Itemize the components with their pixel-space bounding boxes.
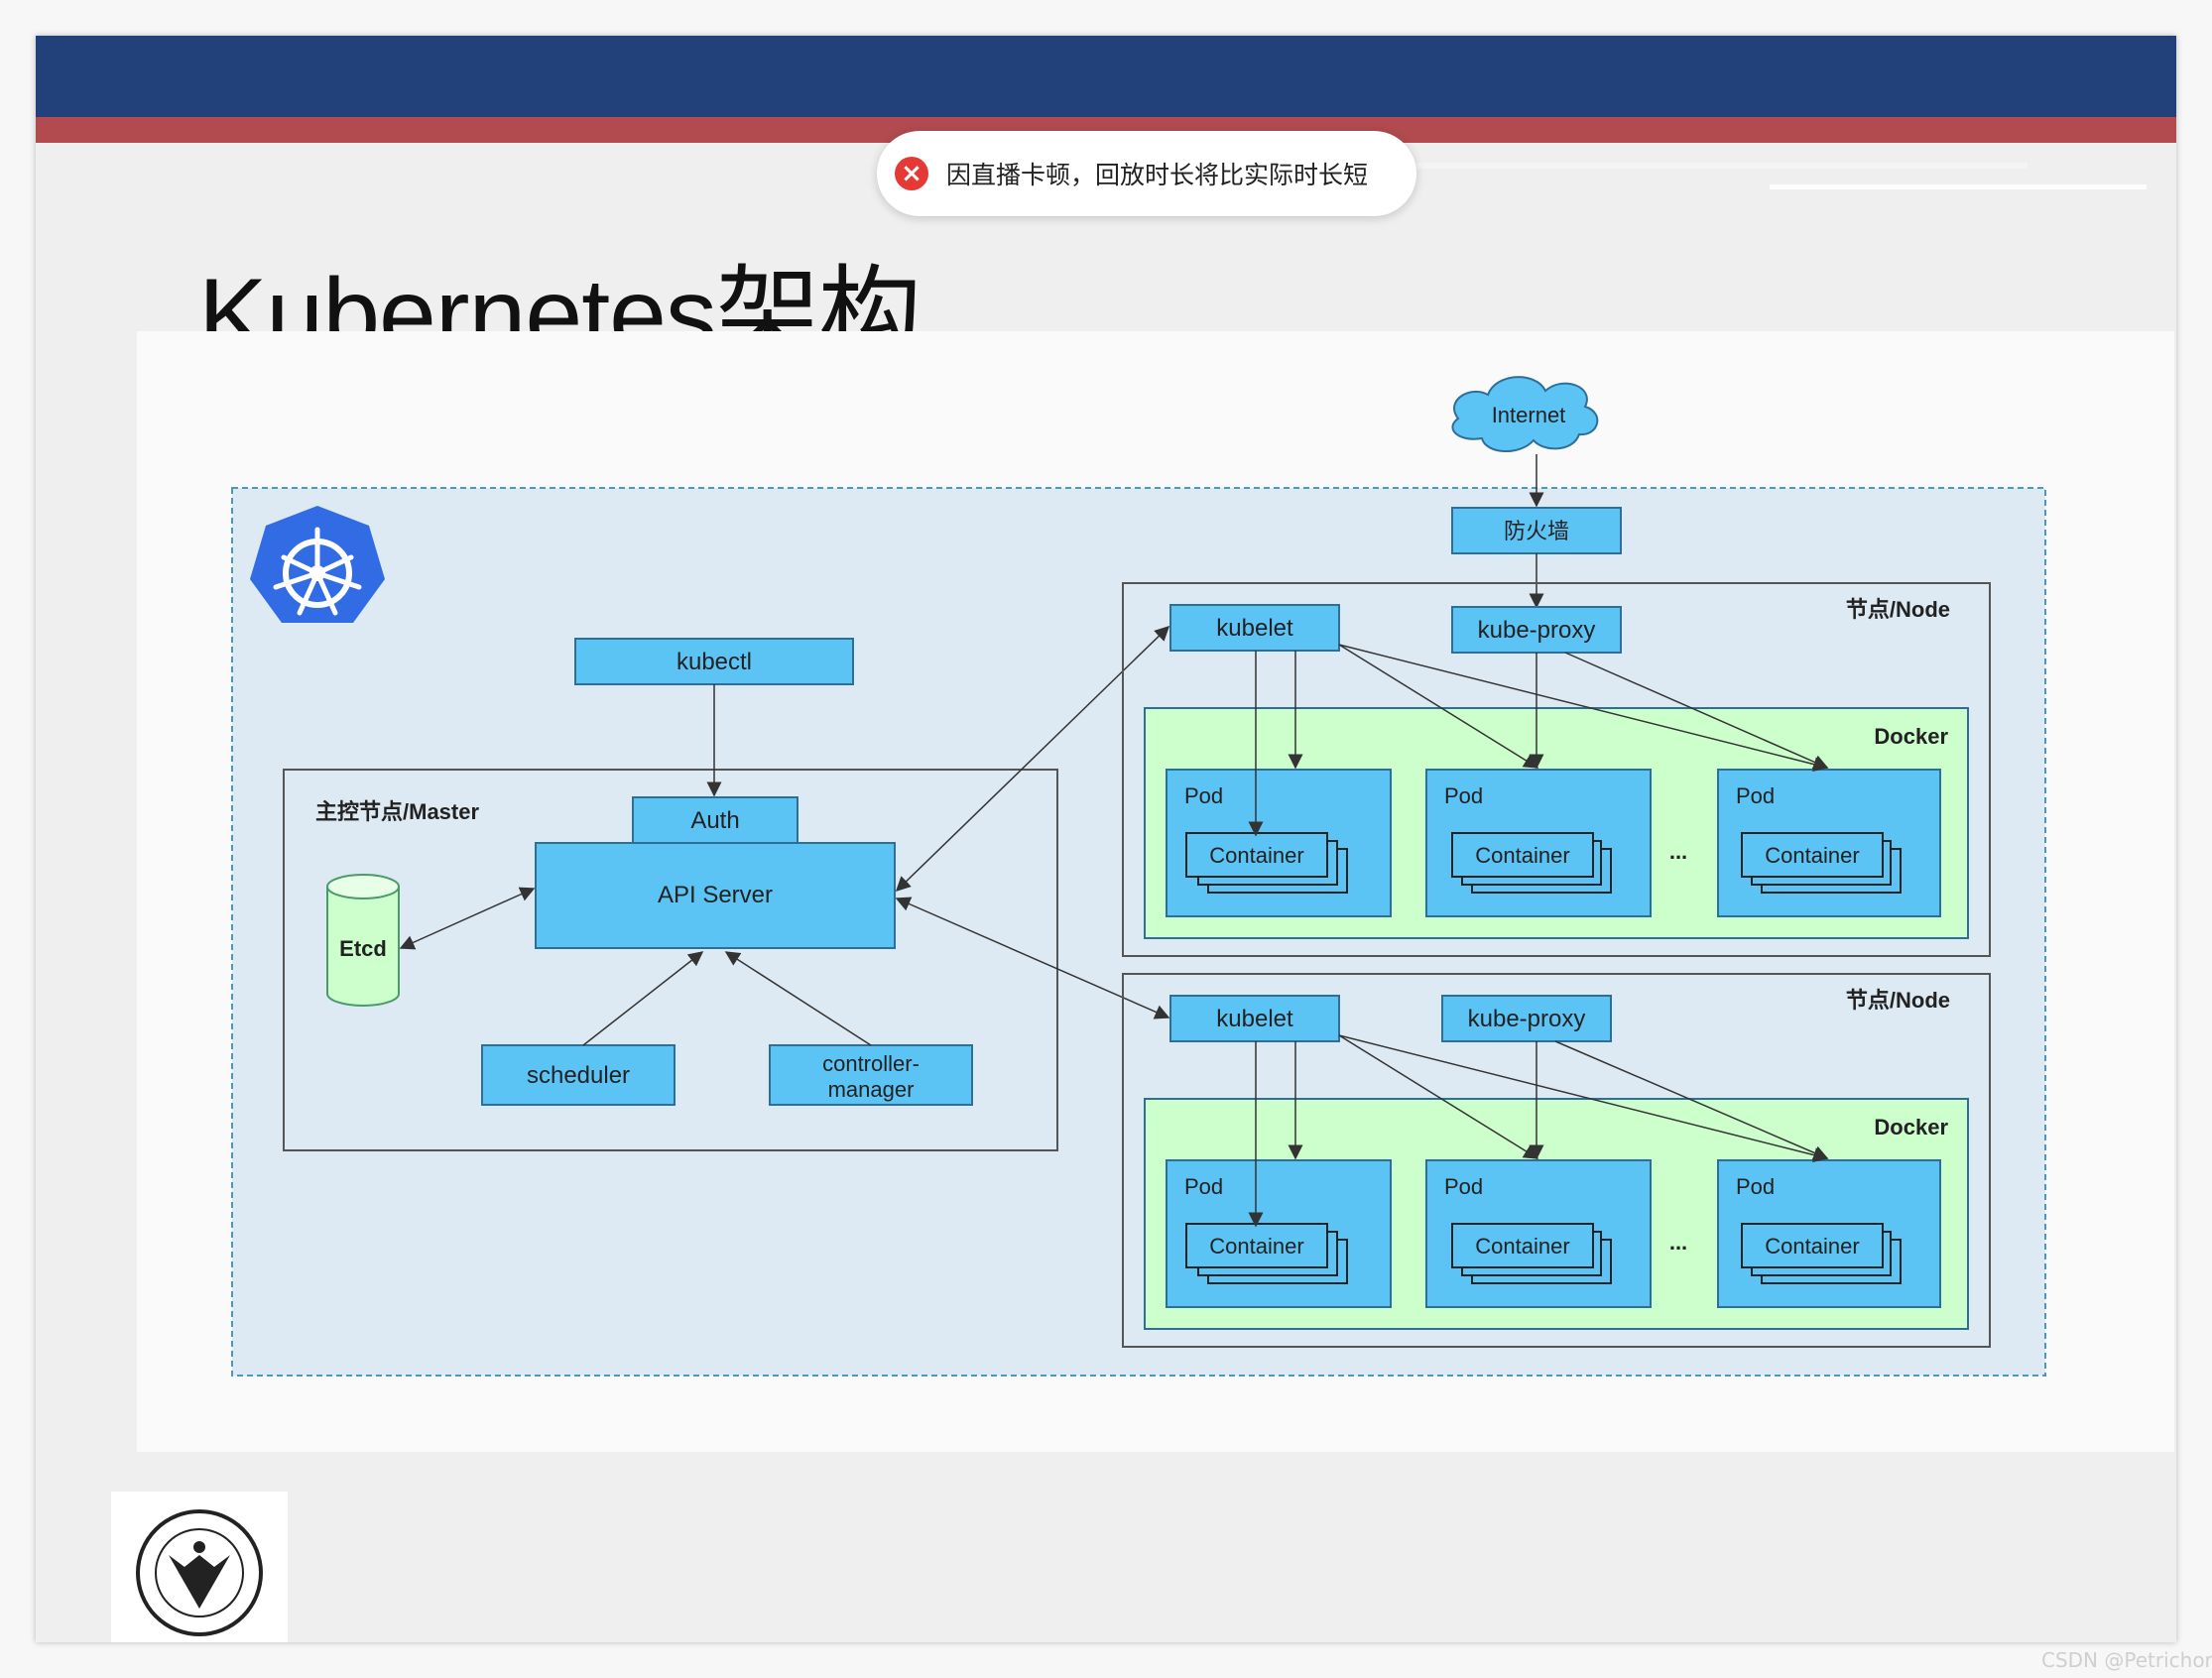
controller-manager-label-2: manager <box>828 1077 915 1102</box>
svg-text:Pod: Pod <box>1444 783 1483 808</box>
slide-header-line-short <box>1770 184 2147 189</box>
internet-label: Internet <box>1492 403 1566 427</box>
api-server-box <box>535 842 896 949</box>
node-2-pod-3: Pod Container <box>1717 1159 1941 1308</box>
node-2-docker-label: Docker <box>1874 1115 1948 1139</box>
node-2-kube-proxy-label: kube-proxy <box>1468 1006 1586 1032</box>
error-toast[interactable]: × 因直播卡顿，回放时长将比实际时长短 <box>877 131 1416 216</box>
node-1-box <box>1122 582 1991 957</box>
etcd-label: Etcd <box>339 936 387 961</box>
firewall-label: 防火墙 <box>1504 519 1569 543</box>
svg-text:Pod: Pod <box>1184 783 1223 808</box>
node-2-pod-2: Pod Container <box>1425 1159 1652 1308</box>
controller-manager-box <box>769 1044 973 1106</box>
node-1-kubelet-label: kubelet <box>1216 615 1293 642</box>
node-1-pod-3: Pod Container <box>1717 769 1941 917</box>
close-icon[interactable]: × <box>895 157 928 190</box>
svg-text:Container: Container <box>1475 1234 1569 1258</box>
university-seal-icon <box>136 1509 263 1636</box>
scheduler-box <box>481 1044 676 1106</box>
presentation-window: Kubernetes架构 <box>36 36 2176 1642</box>
auth-label: Auth <box>690 807 739 834</box>
internet-cloud: Internet <box>1451 376 1599 453</box>
node-2-label: 节点/Node <box>1846 988 1950 1013</box>
node-2-kube-proxy-box <box>1441 995 1612 1042</box>
node-1-pod-1: Pod Container <box>1166 769 1392 917</box>
svg-text:Container: Container <box>1209 843 1303 868</box>
node-2-kubelet-label: kubelet <box>1216 1006 1293 1032</box>
worker-node-1: 节点/Node kubelet kube-proxy Docker Pod Co… <box>1122 582 1991 957</box>
node-2-pod-1: Pod Container <box>1166 1159 1392 1308</box>
api-server-label: API Server <box>658 882 773 908</box>
svg-text:Pod: Pod <box>1184 1174 1223 1199</box>
node-2-ellipsis: ... <box>1669 1230 1687 1255</box>
svg-text:Container: Container <box>1209 1234 1303 1258</box>
kubectl-label: kubectl <box>676 649 752 675</box>
worker-node-2: 节点/Node kubelet kube-proxy Docker Pod Co… <box>1122 973 1991 1348</box>
slide-header-band <box>36 36 2176 117</box>
toast-message: 因直播卡顿，回放时长将比实际时长短 <box>946 161 1369 189</box>
kubernetes-logo-icon <box>250 506 385 623</box>
node-1-pod-2: Pod Container <box>1425 769 1652 917</box>
node-2-box <box>1122 973 1991 1348</box>
master-label: 主控节点/Master <box>315 799 479 824</box>
svg-text:Pod: Pod <box>1444 1174 1483 1199</box>
scheduler-label: scheduler <box>527 1062 630 1089</box>
node-2-kubelet-box <box>1169 995 1340 1042</box>
architecture-diagram: Internet 防火墙 主控节点/Master kubectl Auth AP… <box>137 331 2174 1452</box>
svg-text:Container: Container <box>1475 843 1569 868</box>
node-1-kube-proxy-label: kube-proxy <box>1478 617 1596 644</box>
firewall-box <box>1451 507 1622 554</box>
controller-manager-label-1: controller- <box>822 1051 920 1076</box>
node-1-kube-proxy-box <box>1451 606 1622 654</box>
slide-header-line <box>936 163 2028 169</box>
svg-text:Container: Container <box>1765 1234 1859 1258</box>
svg-text:Pod: Pod <box>1736 1174 1775 1199</box>
svg-text:Container: Container <box>1765 843 1859 868</box>
university-logo <box>111 1492 288 1642</box>
diagram-canvas: Internet 防火墙 主控节点/Master kubectl Auth AP… <box>231 376 2046 1377</box>
node-1-kubelet-box <box>1169 604 1340 652</box>
node-1-ellipsis: ... <box>1669 839 1687 864</box>
etcd-cylinder <box>326 874 400 1007</box>
node-1-label: 节点/Node <box>1846 597 1950 622</box>
svg-text:Pod: Pod <box>1736 783 1775 808</box>
node-1-docker-label: Docker <box>1874 724 1948 749</box>
watermark: CSDN @Petrichor <box>2041 1648 2212 1672</box>
